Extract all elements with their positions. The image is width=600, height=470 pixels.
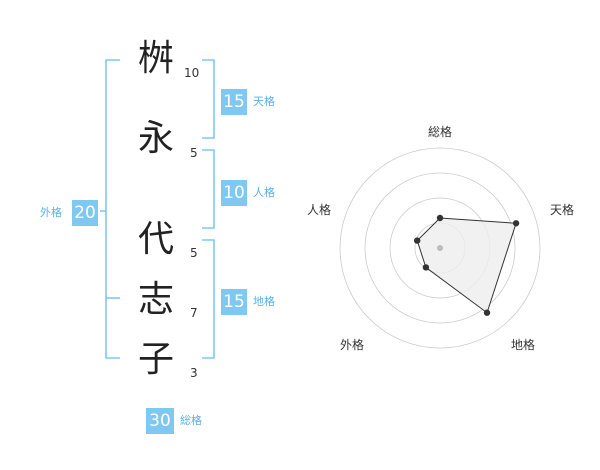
stroke-count-4: 7 bbox=[190, 306, 198, 320]
stroke-count-2: 5 bbox=[190, 146, 198, 160]
chikaku-value-badge: 15 bbox=[221, 289, 247, 315]
name-char-5: 子 bbox=[138, 339, 175, 380]
name-char-2: 永 bbox=[138, 118, 175, 159]
radar-point-1 bbox=[436, 214, 444, 222]
radar-axis-label-soukaku: 総格 bbox=[428, 125, 453, 139]
name-char-3: 代 bbox=[138, 219, 175, 260]
name-char-1: 桝 bbox=[138, 38, 175, 79]
gaikaku-bracket bbox=[105, 59, 120, 359]
stroke-count-1: 10 bbox=[184, 66, 200, 80]
chikaku-label: 地格 bbox=[253, 295, 275, 308]
radar-point-3 bbox=[483, 309, 491, 316]
gaikaku-label: 外格 bbox=[40, 206, 62, 219]
chikaku-bracket bbox=[202, 239, 215, 359]
tenkaku-bracket bbox=[202, 59, 215, 139]
radar-axis-label-gaikaku: 外格 bbox=[340, 338, 365, 352]
tenkaku-label: 天格 bbox=[253, 95, 275, 108]
name-char-4: 志 bbox=[138, 279, 175, 320]
radar-ring-3 bbox=[364, 172, 516, 324]
stroke-count-3: 5 bbox=[190, 246, 198, 260]
radar-axis-label-tenkaku: 天格 bbox=[550, 203, 575, 217]
radar-ring-4 bbox=[339, 147, 541, 349]
radar-axis-label-jinkaku: 人格 bbox=[307, 203, 332, 217]
soukaku-label: 総格 bbox=[180, 414, 202, 427]
gaikaku-value-badge: 20 bbox=[72, 200, 98, 226]
radar-polygon bbox=[416, 217, 517, 314]
stroke-count-5: 3 bbox=[190, 366, 198, 380]
jinkaku-label: 人格 bbox=[253, 186, 275, 199]
jinkaku-bracket bbox=[202, 149, 215, 229]
radar-axis-label-chikaku: 地格 bbox=[511, 338, 536, 352]
radar-point-2 bbox=[512, 220, 520, 227]
jinkaku-value-badge: 10 bbox=[221, 180, 247, 206]
radar-center-dot bbox=[437, 245, 443, 251]
radar-point-5 bbox=[413, 237, 421, 244]
radar-point-4 bbox=[422, 264, 430, 271]
soukaku-value-badge: 30 bbox=[146, 408, 174, 434]
tenkaku-value-badge: 15 bbox=[221, 89, 247, 115]
